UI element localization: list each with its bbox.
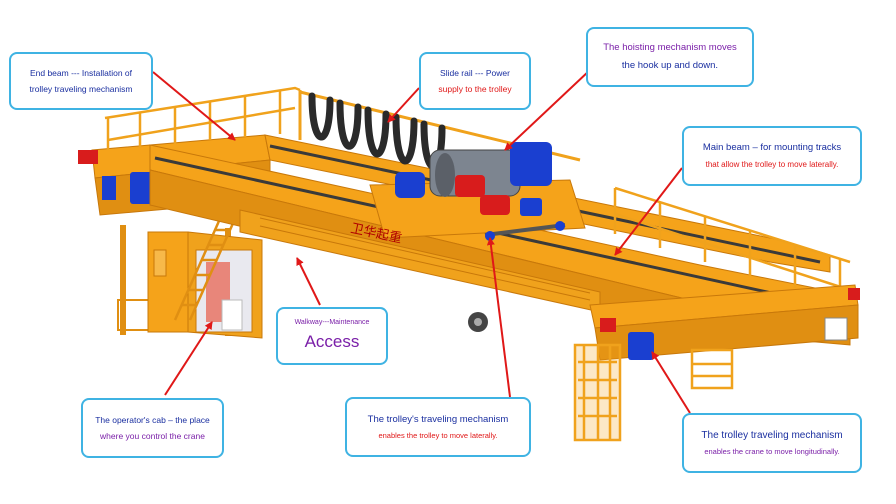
callout-hoisting-mechanism: The hoisting mechanism moves the hook up… <box>586 27 754 87</box>
railing-left <box>104 86 301 150</box>
arrow-slide-rail <box>387 87 420 123</box>
callout-hoisting-line2: the hook up and down. <box>621 60 719 71</box>
arrow-hoist <box>504 69 591 151</box>
right-end-beam <box>589 284 860 361</box>
callout-cab-line2: where you control the crane <box>100 431 205 441</box>
callout-main-beam-line1: Main beam – for mounting tracks <box>702 142 842 154</box>
arrow-end-beam <box>152 71 236 141</box>
callout-walkway-line1: Walkway---Maintenance <box>294 318 370 326</box>
callout-trolley-traveling: The trolley's traveling mechanism enable… <box>345 397 531 457</box>
right-support-ladder <box>573 343 622 442</box>
arrow-trolley-travel <box>486 237 511 398</box>
callout-trolley-traveling-line2: enables the trolley to move laterally. <box>378 430 498 440</box>
right-platform <box>690 348 734 390</box>
callout-end-beam-line1: End beam --- Installation of <box>29 67 133 78</box>
callout-end-beam: End beam --- Installation of trolley tra… <box>9 52 153 110</box>
callout-cab-line1: The operator's cab – the place <box>95 414 210 425</box>
callout-crane-traveling-line1: The trolley traveling mechanism <box>701 430 843 442</box>
callout-main-beam: Main beam – for mounting tracks that all… <box>682 126 862 186</box>
callout-crane-traveling: The trolley traveling mechanism enables … <box>682 413 862 473</box>
callout-main-beam-line2: that allow the trolley to move laterally… <box>705 160 839 170</box>
callout-end-beam-line2: trolley traveling mechanism <box>29 84 133 94</box>
callout-arrows <box>152 69 691 414</box>
callout-hoisting-line1: The hoisting mechanism moves <box>603 41 737 53</box>
arrow-cab <box>164 321 213 396</box>
callout-crane-traveling-line2: enables the crane to move longitudinally… <box>704 447 840 457</box>
callout-slide-rail-line2: supply to the trolley <box>438 84 512 94</box>
callout-walkway: Walkway---Maintenance Access <box>276 307 388 365</box>
arrow-walkway <box>296 257 321 306</box>
callout-slide-rail: Slide rail --- Power supply to the troll… <box>419 52 531 110</box>
callout-slide-rail-line1: Slide rail --- Power <box>440 67 510 78</box>
callout-operator-cab: The operator's cab – the place where you… <box>81 398 224 458</box>
callout-walkway-line2: Access <box>304 332 360 351</box>
trolley <box>369 142 586 241</box>
arrow-main-beam <box>614 167 683 256</box>
callout-trolley-traveling-line1: The trolley's traveling mechanism <box>367 413 509 425</box>
arrow-crane-travel <box>651 351 691 414</box>
hook-block <box>468 312 488 332</box>
railing-right <box>613 186 851 300</box>
